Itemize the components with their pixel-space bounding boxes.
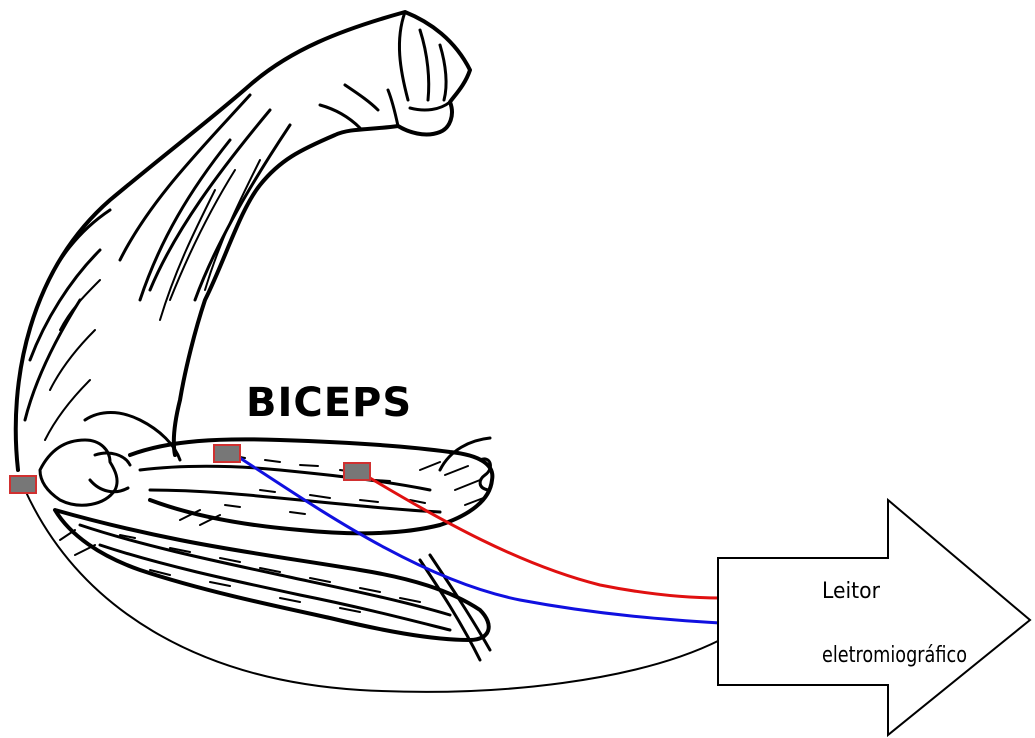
electrode-biceps-right (344, 463, 370, 480)
reader-label-line2: eletromiográfico (822, 643, 967, 668)
biceps-label: BICEPS (246, 380, 412, 426)
reader-arrow-icon (718, 500, 1030, 735)
electrode-biceps-left (214, 445, 240, 462)
red-wire (370, 478, 720, 598)
electrode-elbow (10, 476, 36, 493)
reader-label-line1: Leitor (822, 579, 881, 604)
arm-illustration-icon (16, 12, 493, 660)
